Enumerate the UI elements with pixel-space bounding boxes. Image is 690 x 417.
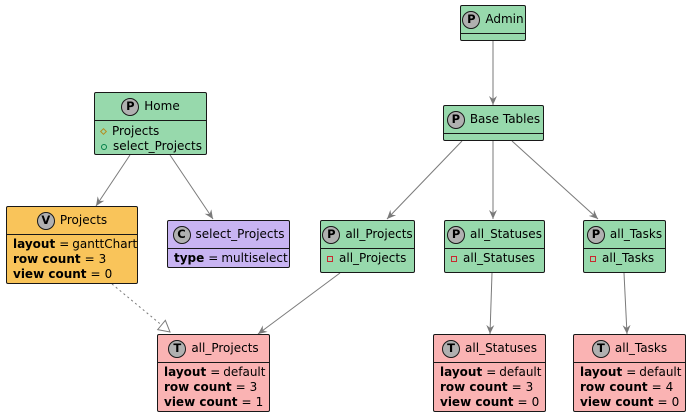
page-badge-icon: P bbox=[322, 225, 341, 244]
property-row: view count=0 bbox=[580, 395, 680, 410]
edge-home-to-select-projects bbox=[169, 154, 214, 220]
node-title: Projects bbox=[59, 213, 108, 228]
member-row: Projects bbox=[99, 124, 200, 139]
page-badge-icon: P bbox=[586, 225, 605, 244]
node-base-tables[interactable]: P Base Tables bbox=[443, 105, 544, 141]
table-badge-icon: T bbox=[168, 339, 187, 358]
page-badge-icon: P bbox=[446, 110, 465, 129]
node-title: Admin bbox=[485, 12, 524, 27]
node-title: all_Tasks bbox=[614, 341, 668, 356]
page-badge-icon: P bbox=[121, 97, 140, 116]
property-row: view count=1 bbox=[164, 395, 264, 410]
circle-icon bbox=[101, 143, 107, 150]
property-row: row count=3 bbox=[164, 380, 258, 395]
property-row: row count=3 bbox=[13, 252, 107, 267]
member-row: all_Statuses bbox=[451, 251, 538, 266]
edge-all-statuses-page-to-table bbox=[486, 272, 495, 335]
node-title: all_Projects bbox=[345, 227, 413, 242]
node-home[interactable]: P Home Projects select_Projects bbox=[94, 92, 207, 155]
node-title: all_Projects bbox=[191, 341, 259, 356]
page-badge-icon: P bbox=[462, 10, 481, 29]
edge-home-to-projects-view bbox=[95, 154, 131, 207]
edge-all-projects-page-to-table bbox=[257, 272, 341, 335]
member-row: all_Projects bbox=[327, 251, 408, 266]
node-title: all_Tasks bbox=[609, 227, 663, 242]
node-title: all_Statuses bbox=[465, 341, 537, 356]
edge-projects-view-to-all-projects-table bbox=[111, 283, 171, 333]
view-badge-icon: V bbox=[36, 211, 55, 230]
square-icon bbox=[590, 255, 596, 262]
diamond-icon bbox=[99, 127, 108, 136]
node-admin[interactable]: P Admin bbox=[460, 5, 526, 41]
table-badge-icon: T bbox=[442, 339, 461, 358]
square-icon bbox=[327, 255, 333, 262]
edge-all-tasks-page-to-table bbox=[622, 272, 631, 335]
property-row: layout=default bbox=[440, 365, 542, 380]
edge-base-tables-to-all-projects-page bbox=[386, 140, 463, 220]
property-row: type=multiselect bbox=[174, 251, 288, 266]
property-row: layout=ganttChart bbox=[13, 237, 138, 252]
property-row: row count=3 bbox=[440, 380, 534, 395]
property-row: layout=default bbox=[164, 365, 266, 380]
node-title: all_Statuses bbox=[470, 227, 542, 242]
property-row: view count=0 bbox=[440, 395, 540, 410]
edge-base-tables-to-all-tasks-page bbox=[511, 140, 599, 220]
page-badge-icon: P bbox=[447, 225, 466, 244]
square-icon bbox=[451, 255, 457, 262]
property-row: row count=4 bbox=[580, 380, 674, 395]
property-row: view count=0 bbox=[13, 267, 113, 282]
node-title: Base Tables bbox=[469, 112, 541, 127]
property-row: layout=default bbox=[580, 365, 682, 380]
member-row: all_Tasks bbox=[590, 251, 659, 266]
member-row: select_Projects bbox=[101, 139, 202, 154]
node-title: Home bbox=[144, 99, 180, 114]
table-badge-icon: T bbox=[591, 339, 610, 358]
component-badge-icon: C bbox=[172, 225, 191, 244]
node-title: select_Projects bbox=[195, 227, 285, 242]
